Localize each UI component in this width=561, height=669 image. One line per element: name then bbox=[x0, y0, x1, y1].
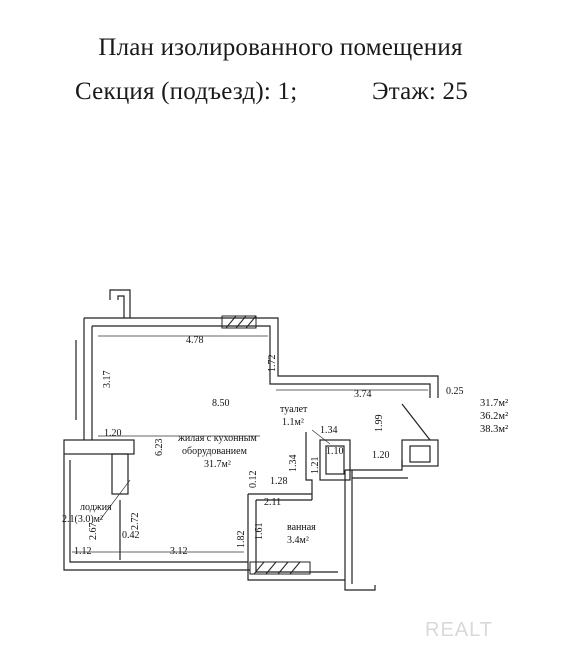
loggia-outer bbox=[63, 454, 250, 571]
window-hatch-bottom bbox=[249, 561, 311, 575]
dim-1-12: 1.12 bbox=[74, 546, 92, 557]
living-room-label-2: оборудованием bbox=[182, 446, 248, 457]
dim-0-42: 0.42 bbox=[122, 530, 140, 541]
loggia-area: 2.1(3.0)м² bbox=[62, 514, 103, 525]
shaft-top-inner bbox=[117, 295, 125, 318]
loggia-label: лоджия bbox=[80, 502, 112, 513]
dim-1-10: 1.10 bbox=[326, 446, 344, 457]
dim-1-21: 1.21 bbox=[310, 457, 321, 475]
corridor-wall bbox=[344, 470, 376, 591]
section-label: Секция (подъезд): 1; bbox=[75, 78, 298, 105]
dim-6-23: 6.23 bbox=[154, 439, 165, 457]
loggia-wall bbox=[63, 439, 135, 455]
toilet-label: туалет bbox=[280, 404, 308, 415]
dim-1-28: 1.28 bbox=[270, 476, 288, 487]
dim-line bbox=[311, 429, 331, 445]
dim-4-78: 4.78 bbox=[186, 335, 204, 346]
dim-1-61: 1.61 bbox=[254, 523, 265, 541]
dim-0-12: 0.12 bbox=[248, 471, 259, 489]
dim-3-12: 3.12 bbox=[170, 546, 188, 557]
outer-wall-top bbox=[84, 317, 439, 398]
dimension-lines bbox=[72, 335, 428, 553]
dim-3-17: 3.17 bbox=[102, 371, 113, 389]
area-total-1: 31.7м² bbox=[480, 398, 508, 409]
dim-1-34-top: 1.34 bbox=[320, 425, 338, 436]
dim-1-20-left: 1.20 bbox=[104, 428, 122, 439]
inner-wall-top bbox=[92, 325, 431, 398]
pillar bbox=[111, 453, 129, 495]
bathroom-area: 3.4м² bbox=[287, 535, 309, 546]
dim-1-99: 1.99 bbox=[374, 415, 385, 433]
hatch-line bbox=[253, 561, 265, 575]
hatch-line bbox=[265, 561, 277, 575]
loggia-inner bbox=[69, 460, 248, 563]
walls bbox=[63, 289, 439, 591]
area-total-2: 36.2м² bbox=[480, 411, 508, 422]
dim-1-20-right: 1.20 bbox=[372, 450, 390, 461]
hatch-line bbox=[245, 315, 257, 329]
door-swing bbox=[401, 403, 431, 441]
dim-2-67: 2.67 bbox=[88, 523, 99, 541]
dim-0-25: 0.25 bbox=[446, 386, 464, 397]
hatches bbox=[221, 315, 311, 575]
dim-3-74: 3.74 bbox=[354, 389, 372, 400]
vent-shaft-inner bbox=[409, 445, 431, 463]
dim-1-82: 1.82 bbox=[236, 531, 247, 549]
toilet-box bbox=[319, 439, 351, 481]
hatch-line bbox=[277, 561, 289, 575]
bottom-wall bbox=[247, 562, 345, 581]
hatch-line bbox=[225, 315, 237, 329]
dim-line bbox=[99, 479, 131, 521]
toilet-area: 1.1м² bbox=[282, 417, 304, 428]
hatch-line bbox=[289, 561, 301, 575]
bathroom-label: ванная bbox=[287, 522, 316, 533]
dim-1-72: 1.72 bbox=[267, 355, 278, 373]
watermark: REALT bbox=[425, 619, 493, 641]
hatch-line bbox=[235, 315, 247, 329]
living-room-area: 31.7м² bbox=[204, 459, 231, 470]
toilet-wall bbox=[305, 432, 313, 500]
vent-shaft bbox=[401, 439, 439, 467]
floor-label: Этаж: 25 bbox=[372, 78, 468, 105]
toilet-inner bbox=[325, 445, 345, 475]
living-room-label-1: жилая с кухонным bbox=[177, 433, 257, 444]
corridor-top bbox=[345, 460, 403, 471]
dim-2-11: 2.11 bbox=[264, 497, 281, 508]
dim-1-34-vertical: 1.34 bbox=[288, 455, 299, 473]
window-hatch-top bbox=[221, 315, 257, 329]
plan-title: План изолированного помещения bbox=[98, 34, 463, 61]
area-total-3: 38.3м² bbox=[480, 424, 508, 435]
dim-8-50: 8.50 bbox=[212, 398, 230, 409]
dim-2-72: 2.72 bbox=[130, 513, 141, 531]
shaft-top bbox=[109, 289, 131, 318]
